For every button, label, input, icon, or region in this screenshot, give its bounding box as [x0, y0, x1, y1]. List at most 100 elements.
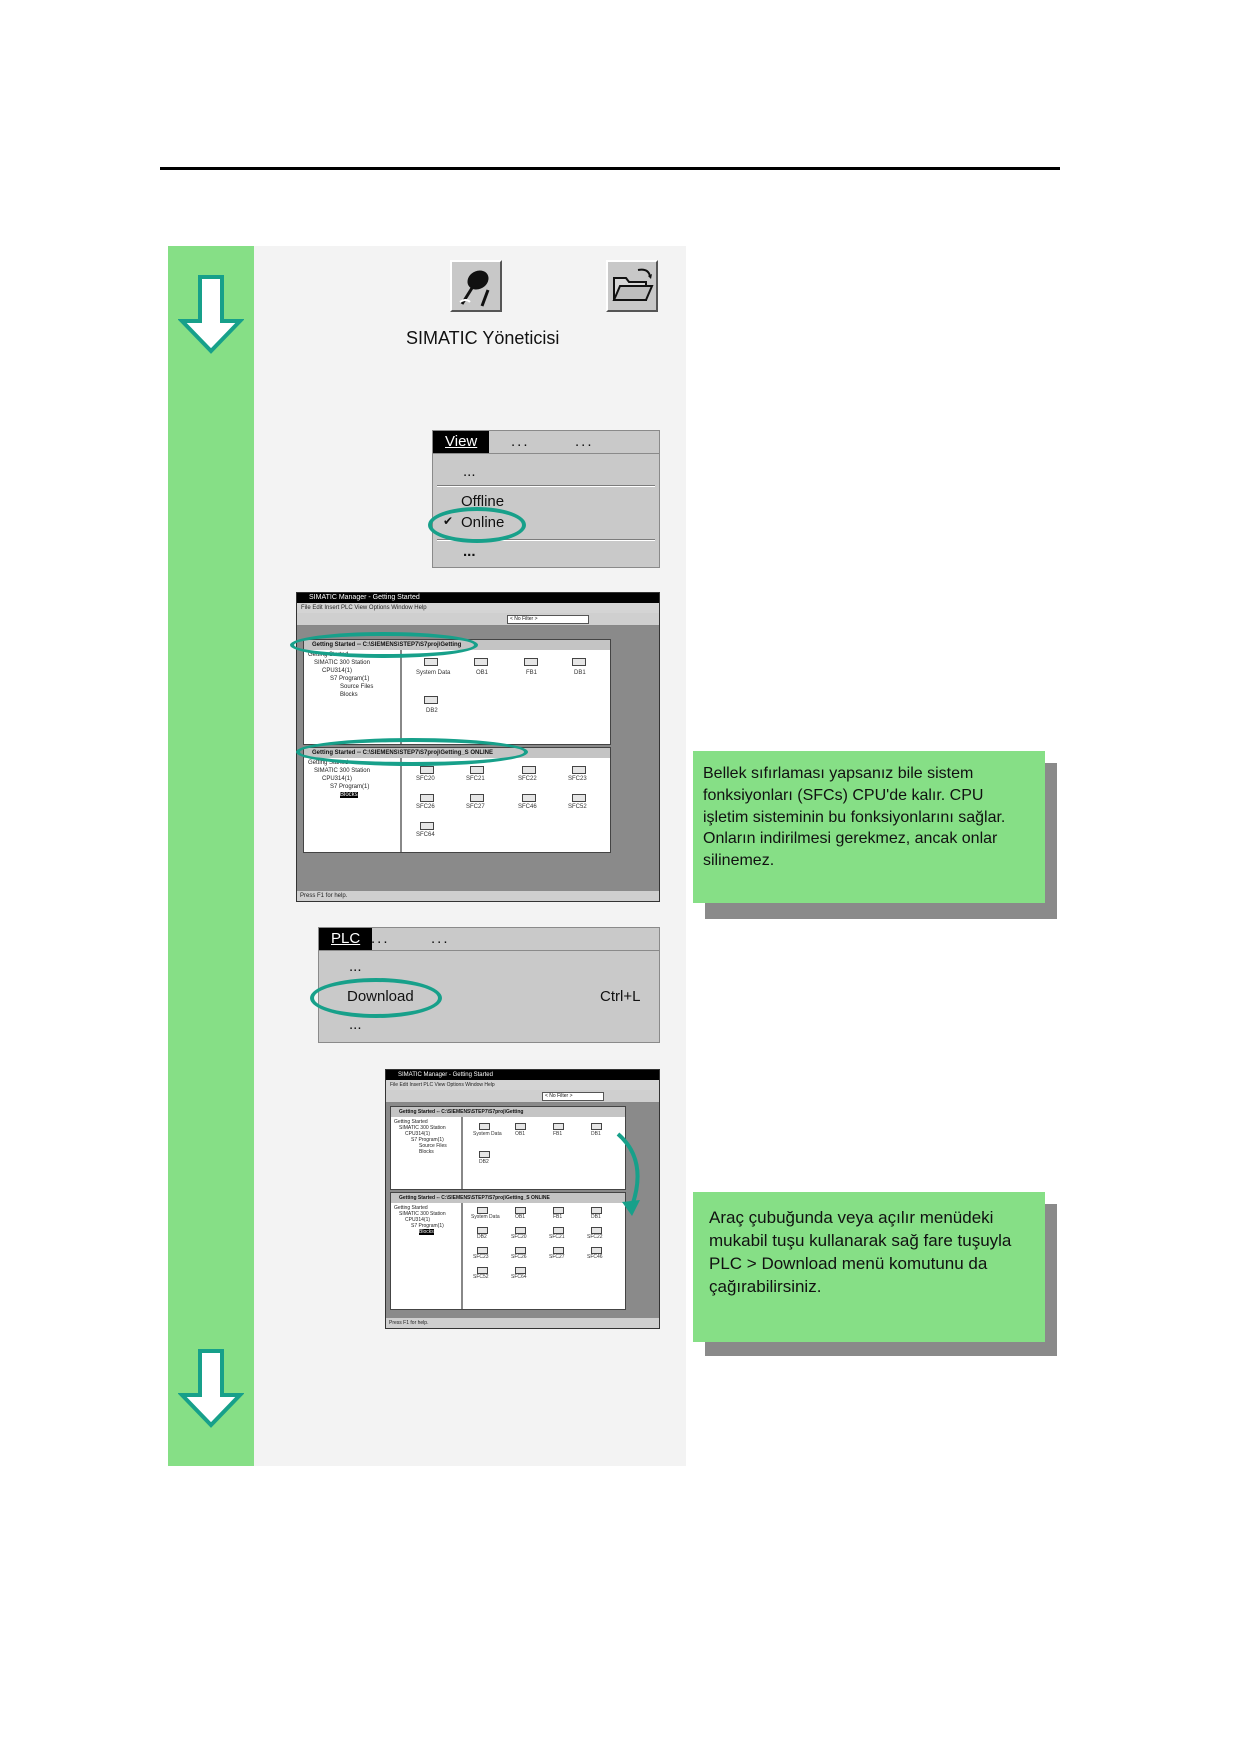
block-label: SFC20: [416, 776, 435, 782]
tree-item[interactable]: SIMATIC 300 Station: [399, 1125, 446, 1131]
app-title: SIMATIC Yöneticisi: [406, 328, 560, 348]
block-icon[interactable]: [591, 1227, 602, 1234]
block-icon[interactable]: [572, 658, 586, 666]
block-icon[interactable]: [479, 1123, 490, 1130]
project-tree: Getting Started SIMATIC 300 Station CPU3…: [391, 1203, 463, 1309]
tree-item[interactable]: SIMATIC 300 Station: [399, 1211, 446, 1217]
block-icon[interactable]: [474, 658, 488, 666]
tree-item[interactable]: Source Files: [419, 1143, 447, 1149]
block-label: DB1: [591, 1131, 601, 1137]
view-menu-item-ellipsis[interactable]: ...: [463, 463, 476, 480]
block-icon[interactable]: [553, 1227, 564, 1234]
online-project-window: Getting Started -- C:\SIEMENS\STEP7\S7pr…: [303, 747, 611, 853]
block-label: SFC26: [511, 1254, 527, 1260]
block-icon[interactable]: [424, 658, 438, 666]
block-icon[interactable]: [477, 1227, 488, 1234]
view-menu: View ... ... ... Offline ✔ Online ...: [432, 430, 660, 568]
block-label: SFC22: [587, 1234, 603, 1240]
menu-bar-dots: ...: [511, 433, 530, 450]
down-arrow-icon: [178, 275, 244, 354]
tree-item[interactable]: Getting Started: [394, 1119, 428, 1125]
down-arrow-icon: [178, 1349, 244, 1428]
block-label: SFC21: [549, 1234, 565, 1240]
block-icon[interactable]: [424, 696, 438, 704]
online-highlight-ellipse: [428, 507, 526, 543]
block-icon[interactable]: [515, 1207, 526, 1214]
block-icon[interactable]: [515, 1247, 526, 1254]
block-icon[interactable]: [515, 1227, 526, 1234]
block-icon[interactable]: [477, 1247, 488, 1254]
block-label: SFC46: [518, 804, 537, 810]
block-icon[interactable]: [470, 794, 484, 802]
tree-item[interactable]: SIMATIC 300 Station: [314, 660, 370, 666]
tree-item[interactable]: Getting Started: [394, 1205, 428, 1211]
block-icon[interactable]: [477, 1267, 488, 1274]
window-menubar: File Edit Insert PLC View Options Window…: [386, 1080, 659, 1090]
offline-window-highlight-ellipse: [290, 632, 478, 658]
menu-bar-dots: ...: [431, 930, 450, 947]
window-menubar: File Edit Insert PLC View Options Window…: [297, 603, 659, 613]
filter-select[interactable]: < No Filter >: [542, 1092, 604, 1101]
block-icon[interactable]: [572, 766, 586, 774]
tree-item[interactable]: S7 Program(1): [330, 676, 370, 682]
tree-item[interactable]: Source Files: [340, 684, 374, 690]
block-icon[interactable]: [591, 1247, 602, 1254]
block-label: FB1: [553, 1214, 563, 1220]
tree-item[interactable]: S7 Program(1): [411, 1223, 444, 1229]
block-label: SFC22: [518, 776, 537, 782]
block-label: SFC27: [466, 804, 485, 810]
plc-menu-title[interactable]: PLC: [319, 928, 373, 950]
download-highlight-ellipse: [310, 978, 442, 1018]
block-icon[interactable]: [553, 1207, 564, 1214]
view-menu-item-ellipsis[interactable]: ...: [463, 543, 476, 560]
block-icon[interactable]: [524, 658, 538, 666]
block-icon[interactable]: [420, 766, 434, 774]
tree-item[interactable]: Blocks: [340, 792, 358, 798]
tree-item[interactable]: S7 Program(1): [411, 1137, 444, 1143]
tree-item[interactable]: Blocks: [340, 692, 358, 698]
block-icon[interactable]: [420, 822, 434, 830]
block-icon[interactable]: [553, 1247, 564, 1254]
status-bar: Press F1 for help.: [386, 1318, 659, 1328]
tree-item[interactable]: CPU314(1): [405, 1131, 431, 1137]
block-label: FB1: [553, 1131, 563, 1137]
plc-menu-item-ellipsis[interactable]: ...: [349, 958, 362, 975]
block-icon[interactable]: [522, 794, 536, 802]
drag-arrow-icon: [616, 1132, 640, 1216]
block-label: System Data: [473, 1131, 502, 1137]
block-icon[interactable]: [572, 794, 586, 802]
block-icon[interactable]: [553, 1123, 564, 1130]
open-folder-icon[interactable]: [606, 260, 658, 312]
view-menu-bar: [433, 431, 659, 454]
tree-item[interactable]: Blocks: [419, 1229, 434, 1235]
block-icon[interactable]: [591, 1207, 602, 1214]
block-label: DB1: [574, 670, 586, 676]
offline-project-window: Getting Started -- C:\SIEMENS\STEP7\S7pr…: [390, 1106, 626, 1190]
simatic-manager-icon[interactable]: [450, 260, 502, 312]
note-sfc-info: Bellek sıfırlaması yapsanız bile sistem …: [693, 751, 1045, 903]
tree-item[interactable]: CPU314(1): [405, 1217, 431, 1223]
subwindow-title: Getting Started -- C:\SIEMENS\STEP7\S7pr…: [391, 1107, 625, 1117]
tree-item[interactable]: S7 Program(1): [330, 784, 370, 790]
tree-item[interactable]: Getting Started: [308, 760, 349, 766]
view-menu-item-offline[interactable]: Offline: [461, 493, 505, 510]
view-menu-title[interactable]: View: [433, 431, 490, 453]
tree-item[interactable]: CPU314(1): [322, 776, 353, 782]
block-icon[interactable]: [470, 766, 484, 774]
plc-menu-item-ellipsis[interactable]: ...: [349, 1016, 362, 1033]
window-title: SIMATIC Manager - Getting Started: [297, 593, 659, 603]
menu-separator: [437, 539, 655, 541]
block-icon[interactable]: [591, 1123, 602, 1130]
block-icon[interactable]: [477, 1207, 488, 1214]
tree-item[interactable]: CPU314(1): [322, 668, 353, 674]
block-icon[interactable]: [420, 794, 434, 802]
tree-item[interactable]: Blocks: [419, 1149, 434, 1155]
tree-item[interactable]: SIMATIC 300 Station: [314, 768, 370, 774]
block-icon[interactable]: [515, 1267, 526, 1274]
filter-select[interactable]: < No Filter >: [507, 615, 589, 624]
block-icon[interactable]: [479, 1151, 490, 1158]
block-icon[interactable]: [515, 1123, 526, 1130]
block-icon[interactable]: [522, 766, 536, 774]
block-label: OB1: [515, 1131, 526, 1137]
download-shortcut: Ctrl+L: [600, 988, 641, 1005]
